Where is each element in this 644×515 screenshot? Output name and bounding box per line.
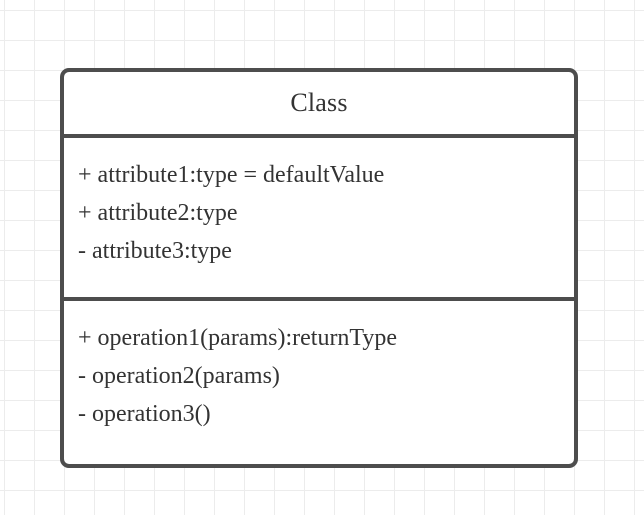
operation-row[interactable]: - operation3() — [78, 401, 211, 427]
class-name-compartment[interactable]: Class — [64, 72, 574, 138]
attribute-row[interactable]: + attribute2:type — [78, 200, 238, 226]
attribute-row[interactable]: + attribute1:type = defaultValue — [78, 162, 385, 188]
class-attributes-compartment[interactable]: + attribute1:type = defaultValue + attri… — [64, 138, 574, 301]
operation-row[interactable]: + operation1(params):returnType — [78, 325, 398, 351]
operation-row[interactable]: - operation2(params) — [78, 363, 280, 389]
class-name-label: Class — [290, 88, 348, 117]
class-operations-compartment[interactable]: + operation1(params):returnType - operat… — [64, 301, 574, 464]
attribute-row[interactable]: - attribute3:type — [78, 238, 232, 264]
uml-class-box[interactable]: Class + attribute1:type = defaultValue +… — [60, 68, 578, 468]
